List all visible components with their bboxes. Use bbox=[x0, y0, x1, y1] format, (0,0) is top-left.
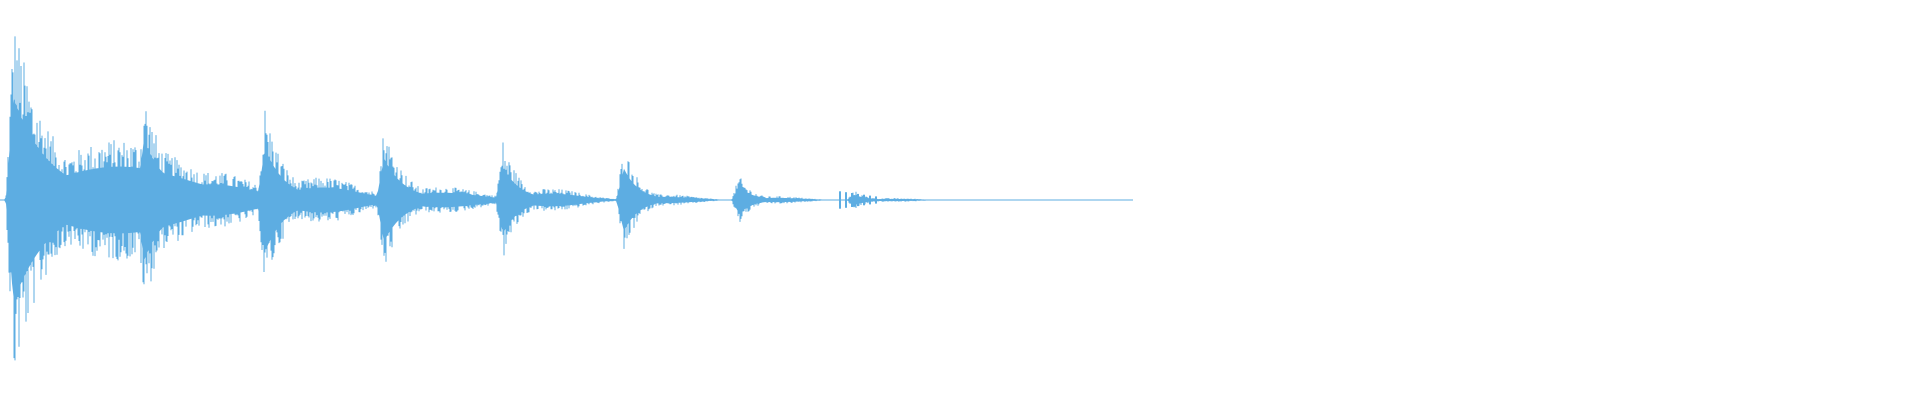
waveform-samples bbox=[5, 36, 926, 361]
